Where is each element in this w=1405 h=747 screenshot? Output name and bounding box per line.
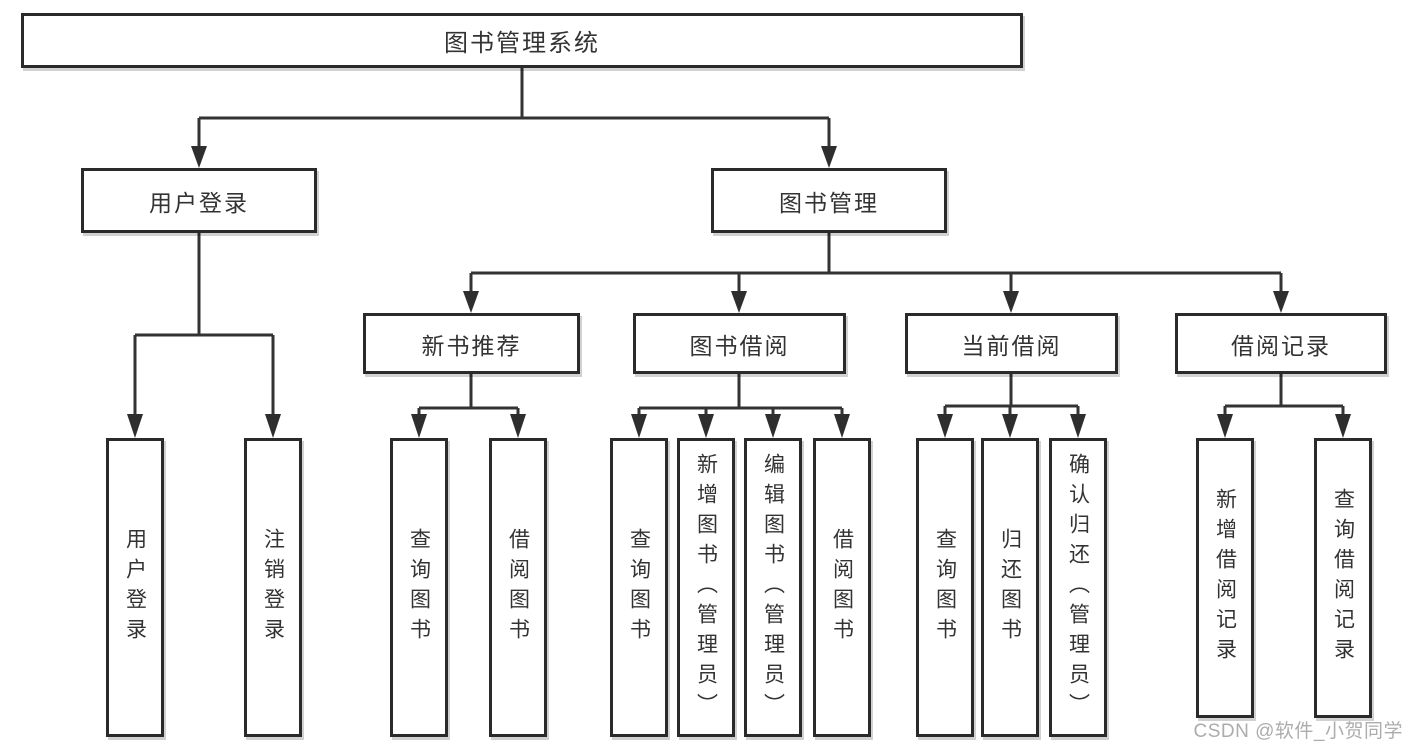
arrow-down-icon [1003,291,1019,313]
connector-new-book-recommend-branch [411,374,526,438]
leaf-label: 归还图书 [998,527,1022,648]
user-login-node-box: 用户登录 [81,168,317,233]
leaf-query-books-current: 查询图书 [916,438,974,737]
connector-user-login-branch [127,233,281,438]
leaf-label: 确认归还（管理员） [1066,452,1090,723]
borrow-record-node-box: 借阅记录 [1175,313,1387,374]
arrow-down-icon [731,291,747,313]
arrow-down-icon [191,146,207,168]
arrow-down-icon [834,414,850,438]
connector-current-borrow-branch [937,374,1086,438]
leaf-edit-book-admin: 编辑图书（管理员） [744,438,802,737]
leaf-borrow-books-recommend: 借阅图书 [489,438,547,737]
root-node-box: 图书管理系统 [21,13,1023,68]
leaf-return-book: 归还图书 [981,438,1039,737]
arrow-down-icon [1070,414,1086,438]
leaf-label: 查询图书 [933,527,957,648]
leaf-label: 借阅图书 [506,527,530,648]
leaf-query-borrow-record: 查询借阅记录 [1314,438,1372,718]
leaf-label: 查询图书 [627,527,651,648]
arrow-down-icon [510,414,526,438]
leaf-query-books-borrow: 查询图书 [610,438,668,737]
arrow-down-icon [698,414,714,438]
leaf-label: 用户登录 [123,527,147,648]
arrow-down-icon [821,146,837,168]
arrow-down-icon [1002,414,1018,438]
leaf-label: 新增借阅记录 [1213,488,1237,668]
arrow-down-icon [127,414,143,438]
connector-root-branch [191,68,837,168]
arrow-down-icon [265,414,281,438]
leaf-label: 查询借阅记录 [1331,488,1355,668]
arrow-down-icon [765,414,781,438]
arrow-down-icon [1335,414,1351,438]
book-management-node-box: 图书管理 [711,168,947,233]
arrow-down-icon [463,291,479,313]
csdn-watermark: CSDN @软件_小贺同学 [1193,721,1403,742]
leaf-add-book-admin: 新增图书（管理员） [677,438,735,737]
leaf-add-borrow-record: 新增借阅记录 [1196,438,1254,718]
current-borrow-node-box: 当前借阅 [905,313,1118,374]
leaf-label: 注销登录 [261,527,285,648]
arrow-down-icon [631,414,647,438]
connector-borrow-record-branch [1217,374,1351,438]
leaf-label: 借阅图书 [830,527,854,648]
leaf-logout: 注销登录 [244,438,302,737]
connector-book-borrow-branch [631,374,850,438]
arrow-down-icon [937,414,953,438]
leaf-label: 编辑图书（管理员） [761,452,785,723]
arrow-down-icon [411,414,427,438]
new-book-recommend-node-box: 新书推荐 [363,313,580,374]
arrow-down-icon [1273,291,1289,313]
leaf-borrow-books: 借阅图书 [813,438,871,737]
leaf-user-login: 用户登录 [106,438,164,737]
leaf-label: 查询图书 [407,527,431,648]
leaf-label: 新增图书（管理员） [694,452,718,723]
connector-book-management-branch [463,233,1289,313]
book-borrow-node-box: 图书借阅 [633,313,846,374]
leaf-confirm-return-admin: 确认归还（管理员） [1049,438,1107,737]
arrow-down-icon [1217,414,1233,438]
leaf-query-books-recommend: 查询图书 [390,438,448,737]
